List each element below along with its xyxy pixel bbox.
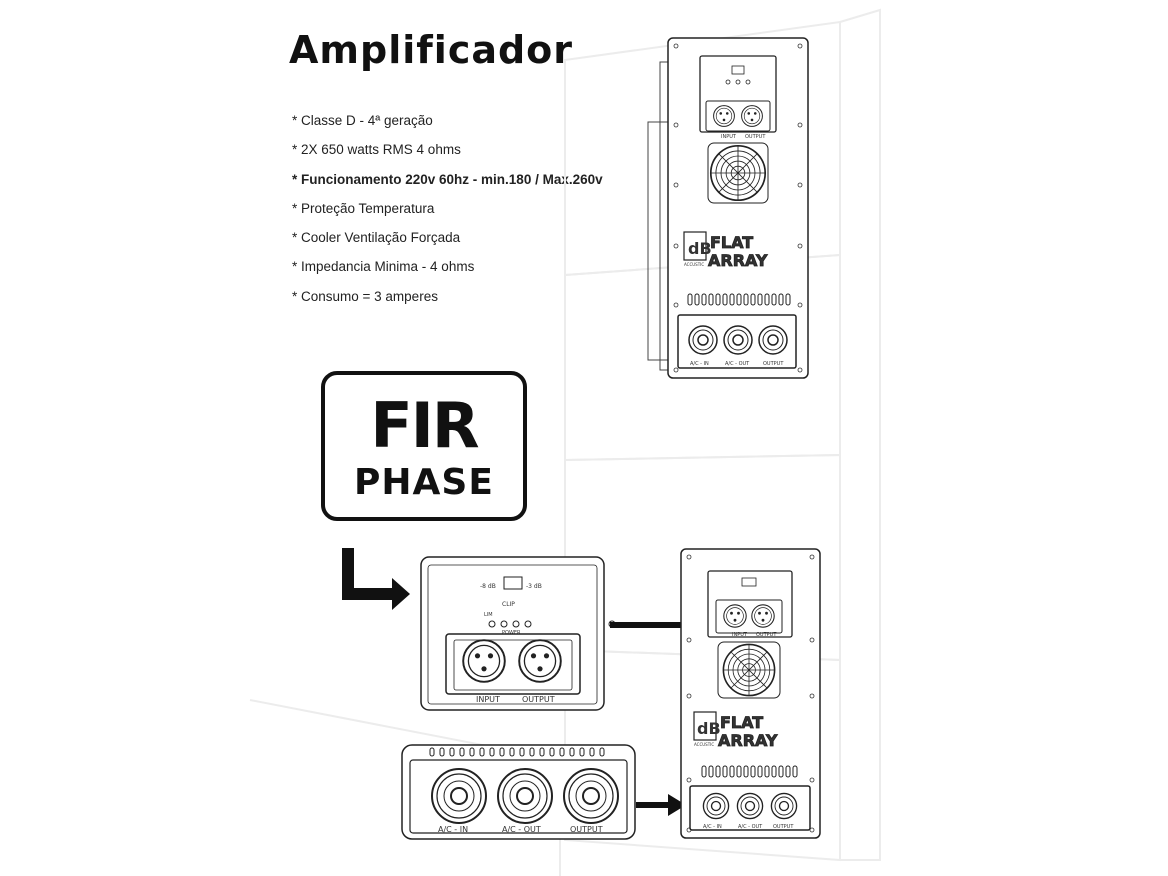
lim-label: LIM bbox=[484, 612, 493, 618]
brand-badge-bottom: dB bbox=[697, 719, 721, 738]
spec-list: * Classe D - 4ª geração * 2X 650 watts R… bbox=[292, 110, 603, 315]
ac-output-label: OUTPUT bbox=[570, 825, 603, 834]
brand-line1-bottom: FLAT bbox=[720, 713, 763, 732]
fir-phase-logo: FIR PHASE bbox=[321, 371, 527, 521]
output-label: OUTPUT bbox=[522, 695, 555, 704]
fir-logo-line1: FIR bbox=[370, 389, 479, 462]
amp-panel-top: INPUT OUTPUT dB FLAT ARRAY ACCUSTIC A/C … bbox=[647, 37, 809, 379]
spec-item: * Impedancia Minima - 4 ohms bbox=[292, 259, 475, 275]
input-label-bottom: INPUT bbox=[732, 632, 748, 638]
ac-in-label-top: A/C - IN bbox=[690, 361, 709, 367]
spec-item: * Funcionamento 220v 60hz - min.180 / Ma… bbox=[292, 171, 603, 187]
ac-out-label: A/C - OUT bbox=[502, 825, 541, 834]
gain-low-label: -8 dB bbox=[480, 583, 496, 590]
output-label-bottom: OUTPUT bbox=[756, 632, 777, 638]
fir-logo-line2: PHASE bbox=[354, 462, 494, 503]
ac-out-label-top: A/C - OUT bbox=[725, 361, 750, 367]
ac-output-label-bottom: OUTPUT bbox=[773, 824, 794, 830]
page-title: Amplificador bbox=[289, 28, 574, 72]
brand-badge: dB bbox=[688, 239, 712, 258]
gain-high-label: -3 dB bbox=[526, 583, 542, 590]
arrow-to-panel-input bbox=[610, 614, 708, 636]
ac-connector-detail: A/C - IN A/C - OUT OUTPUT bbox=[401, 744, 636, 840]
clip-label: CLIP bbox=[502, 601, 515, 608]
spec-item: * Cooler Ventilação Forçada bbox=[292, 230, 461, 246]
spec-item: * Classe D - 4ª geração bbox=[292, 113, 433, 128]
spec-item: * Consumo = 3 amperes bbox=[292, 288, 438, 304]
brand-line2: ARRAY bbox=[708, 251, 768, 270]
brand-line2-bottom: ARRAY bbox=[718, 731, 778, 750]
ac-out-label-bottom: A/C - OUT bbox=[738, 824, 763, 830]
brand-sub-bottom: ACCUSTIC bbox=[694, 742, 714, 747]
output-label-small: OUTPUT bbox=[745, 134, 766, 140]
input-label-small: INPUT bbox=[721, 134, 737, 140]
ac-in-label-bottom: A/C - IN bbox=[703, 824, 722, 830]
input-output-detail: -8 dB -3 dB CLIP LIM POWER INPUT OUTPUT bbox=[420, 556, 616, 711]
amp-panel-bottom: INPUT OUTPUT dB FLAT ARRAY ACCUSTIC A/C … bbox=[680, 548, 821, 839]
arrow-to-panel-ac bbox=[636, 794, 686, 816]
spec-item: * 2X 650 watts RMS 4 ohms bbox=[292, 142, 461, 158]
brand-sub: ACCUSTIC bbox=[684, 262, 704, 267]
brand-line1: FLAT bbox=[710, 233, 753, 252]
arrow-from-logo bbox=[342, 548, 410, 610]
spec-item: * Proteção Temperatura bbox=[292, 200, 435, 216]
power-label: POWER bbox=[502, 630, 521, 636]
ac-output-label-top: OUTPUT bbox=[763, 361, 784, 367]
ac-in-label: A/C - IN bbox=[438, 825, 468, 834]
input-label: INPUT bbox=[476, 695, 500, 704]
